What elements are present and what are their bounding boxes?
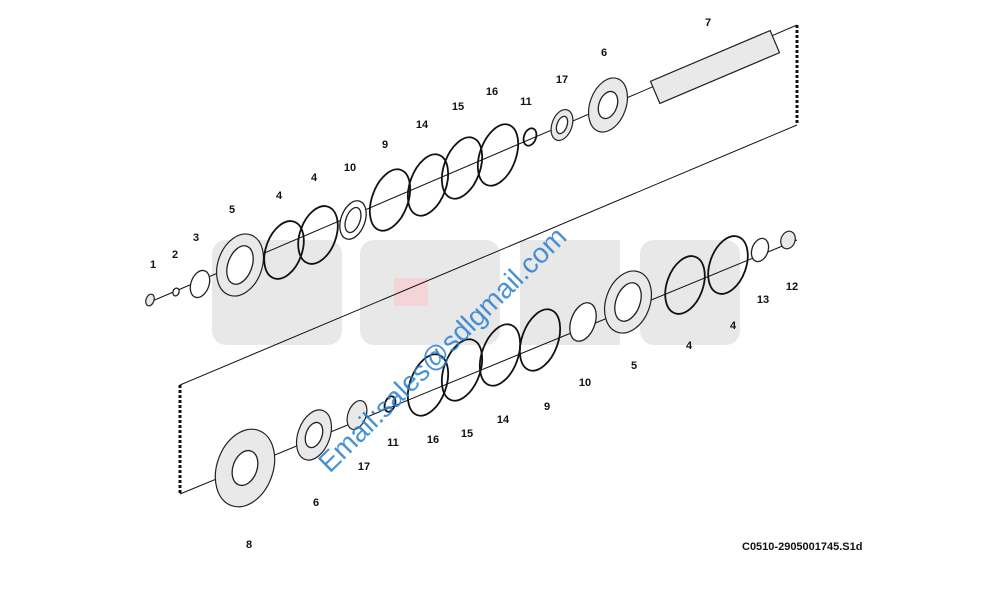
label-top: 7 xyxy=(705,17,711,29)
label-top: 10 xyxy=(344,162,356,174)
disc xyxy=(406,153,450,217)
label-top: 1 xyxy=(150,259,156,271)
washer-13 xyxy=(750,237,770,263)
shaft-7 xyxy=(649,29,781,105)
label-top: 4 xyxy=(311,172,318,184)
seal-ring-lower xyxy=(569,302,597,342)
label-top: 15 xyxy=(452,101,464,113)
drawing-code: C0510-2905001745.S1d xyxy=(742,541,863,553)
label-top: 17 xyxy=(556,74,568,86)
label-bottom: 14 xyxy=(497,414,510,426)
label-top: 6 xyxy=(601,47,607,59)
part-labels: 1 2 3 5 4 4 10 9 14 15 16 11 17 6 7 8 6 … xyxy=(150,17,798,551)
friction-ring-lower xyxy=(707,235,749,295)
label-top: 5 xyxy=(229,204,235,216)
small-ring xyxy=(522,127,538,147)
disc-lower xyxy=(406,353,450,417)
bearing-6-bore xyxy=(597,90,619,120)
snap-ring-lower xyxy=(518,308,562,372)
label-bottom: 8 xyxy=(246,539,252,551)
label-bottom: 12 xyxy=(786,281,798,293)
label-bottom: 9 xyxy=(544,401,550,413)
friction-ring-lower xyxy=(664,255,706,315)
seal-ring-bore xyxy=(344,206,362,234)
plate xyxy=(189,269,211,299)
bearing-17-lower xyxy=(346,399,368,431)
label-bottom: 5 xyxy=(631,360,637,372)
bolt xyxy=(145,293,155,307)
label-bottom: 6 xyxy=(313,497,319,509)
label-bottom: 10 xyxy=(579,377,591,389)
gear-8-bore xyxy=(231,449,259,487)
label-top: 14 xyxy=(416,119,429,131)
label-bottom: 4 xyxy=(686,340,693,352)
label-bottom: 11 xyxy=(387,437,399,449)
label-top: 9 xyxy=(382,139,388,151)
label-top: 11 xyxy=(520,96,532,108)
label-top: 16 xyxy=(486,86,498,98)
parts-group xyxy=(145,29,796,508)
sdlg-logo-watermark xyxy=(212,240,740,345)
nut-12 xyxy=(780,230,796,250)
piston-housing-lower-bore xyxy=(614,282,642,322)
label-bottom: 17 xyxy=(358,461,370,473)
disc xyxy=(476,123,520,187)
label-bottom: 13 xyxy=(757,294,769,306)
disc-lower xyxy=(478,323,522,387)
label-top: 4 xyxy=(276,190,283,202)
small-ring-lower xyxy=(383,395,397,413)
label-bottom: 15 xyxy=(461,428,473,440)
friction-ring xyxy=(297,205,339,265)
label-bottom: 4 xyxy=(730,320,737,332)
label-top: 2 xyxy=(172,249,178,261)
disc-lower xyxy=(440,338,484,402)
label-bottom: 16 xyxy=(427,434,439,446)
snap-ring xyxy=(368,168,412,232)
bearing-17-bore xyxy=(555,115,569,135)
bearing-6-lower-bore xyxy=(304,421,324,449)
label-top: 3 xyxy=(193,232,199,244)
piston-housing-bore xyxy=(226,245,254,285)
washer xyxy=(172,287,180,297)
